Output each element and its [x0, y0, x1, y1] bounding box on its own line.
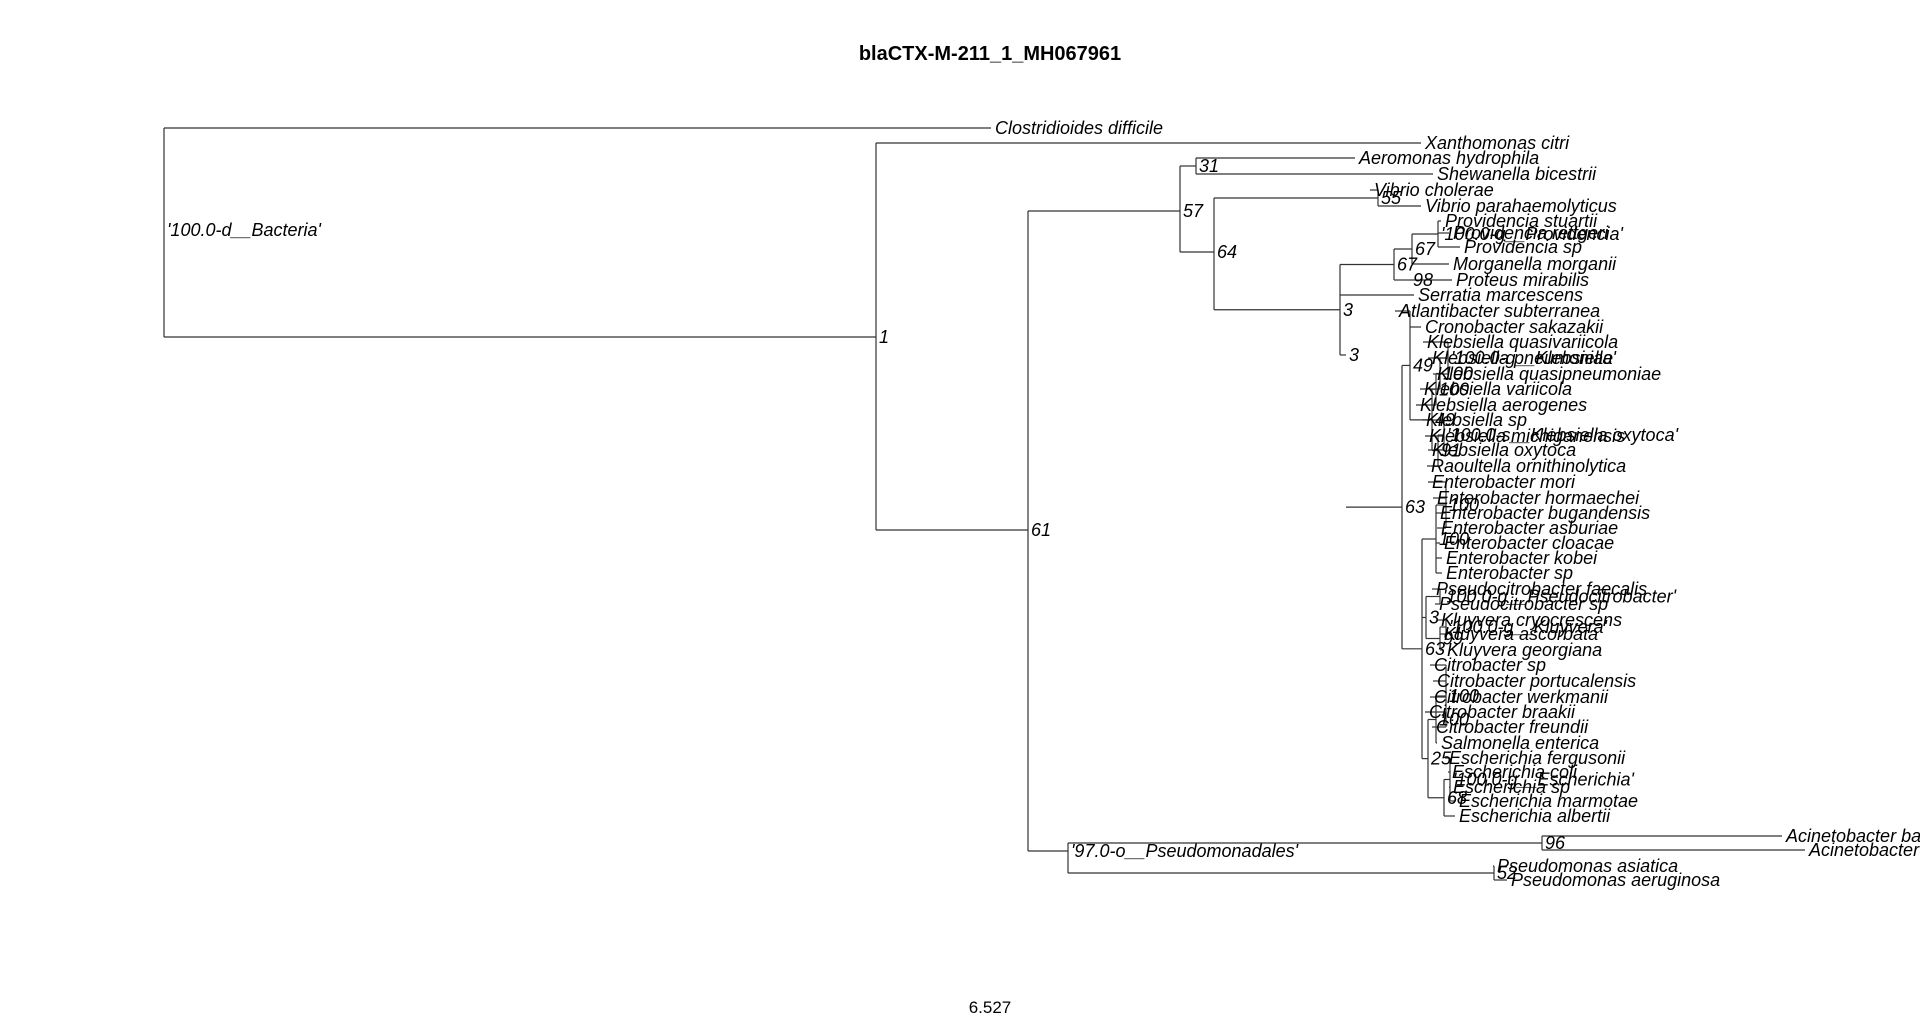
node-label-n61: 61 [1031, 520, 1051, 540]
node-label-koxy: '100.0-s__Klebsiella oxytoca' [1447, 425, 1679, 445]
tip-enterobacter-asburiae: Enterobacter asburiae [1441, 518, 1618, 538]
tip-kluyvera-georgiana: Kluyvera georgiana [1447, 640, 1602, 660]
node-label-kluy: '100.0-g__Kluyvera' [1449, 617, 1608, 637]
node-label-n3b: 3 [1349, 345, 1359, 365]
tip-providencia-sp: Providencia sp [1464, 237, 1582, 257]
node-label-atl: 49 [1413, 355, 1433, 375]
node-label-vib: 55 [1381, 188, 1402, 208]
tip-kluyvera-ascorbata: Kluyvera ascorbata [1444, 624, 1598, 644]
tip-klebsiella-oxytoca: Klebsiella oxytoca [1432, 440, 1576, 460]
node-label-n1: 1 [879, 327, 889, 347]
tree-branches [163, 127, 1805, 881]
node-label-pse: 52 [1497, 863, 1517, 883]
tip-escherichia-albertii: Escherichia albertii [1459, 806, 1611, 826]
tip-providencia-stuartii: Providencia stuartii [1445, 211, 1598, 231]
tip-enterobacter-sp: Enterobacter sp [1446, 563, 1573, 583]
tree-title: blaCTX-M-211_1_MH067961 [859, 43, 1121, 65]
tip-raoultella-ornithinolytica: Raoultella ornithinolytica [1431, 456, 1626, 476]
tip-citrobacter-braakii: Citrobacter braakii [1429, 702, 1576, 722]
tip-vibrio-parahaemolyticus: Vibrio parahaemolyticus [1425, 196, 1617, 216]
tip-pseudocitrobacter-sp: Pseudocitrobacter sp [1439, 594, 1608, 614]
tip-enterobacter-bugandensis: Enterobacter bugandensis [1440, 503, 1650, 523]
node-label-m-p: 67 [1397, 255, 1418, 275]
node-label-pseudo: '100.0-g__Pseudocitrobacter' [1443, 587, 1677, 607]
tip-acinetobacter-baumannii: Acinetobacter baumannii [1785, 826, 1920, 846]
tip-cronobacter-sakazakii: Cronobacter sakazakii [1425, 317, 1604, 337]
tip-citrobacter-freundii: Citrobacter freundii [1436, 717, 1589, 737]
tip-xanthomonas-citri: Xanthomonas citri [1424, 133, 1570, 153]
node-label-kleb2: 100 [1439, 379, 1469, 399]
tip-citrobacter-portucalensis: Citrobacter portucalensis [1437, 671, 1636, 691]
tip-citrobacter-werkmanii: Citrobacter werkmanii [1434, 687, 1609, 707]
node-label-prov-morg: 67 [1415, 239, 1436, 259]
node-label-enteroall: 63 [1405, 497, 1425, 517]
node-label-esch: '100.0-g__Escherichia' [1453, 770, 1635, 790]
tip-proteus-mirabilis: Proteus mirabilis [1456, 270, 1589, 290]
node-label-cse: 25 [1430, 749, 1452, 769]
tip-escherichia-marmotae: Escherichia marmotae [1459, 791, 1638, 811]
tip-klebsiella-pneumoniae: Klebsiella pneumoniae [1432, 348, 1613, 368]
node-label-n64: 64 [1217, 242, 1237, 262]
node-label-esch2: 68 [1447, 788, 1467, 808]
tip-vibrio-cholerae: Vibrio cholerae [1374, 180, 1494, 200]
tip-klebsiella-sp: Klebsiella sp [1426, 410, 1527, 430]
tip-acinetobacter-towneri: Acinetobacter towneri [1808, 840, 1920, 860]
node-label-acin: 96 [1545, 833, 1566, 853]
tip-morganella-morganii: Morganella morganii [1453, 254, 1617, 274]
tip-providencia-rettgeri: Providencia rettgeri [1453, 223, 1609, 243]
node-label-citsal: 100 [1439, 710, 1469, 730]
tip-escherichia-sp: Escherichia sp [1453, 777, 1570, 797]
tip-serratia-marcescens: Serratia marcescens [1418, 285, 1583, 305]
tip-aeromonas-hydrophila: Aeromonas hydrophila [1358, 148, 1539, 168]
tip-klebsiella-variicola: Klebsiella variicola [1424, 379, 1572, 399]
tip-enterobacter-mori: Enterobacter mori [1432, 472, 1576, 492]
tip-escherichia-coli: Escherichia coli [1452, 762, 1578, 782]
node-label-enterobig: 63 [1425, 639, 1445, 659]
tip-klebsiella-quasivariicola: Klebsiella quasivariicola [1427, 332, 1618, 352]
tip-escherichia-fergusonii: Escherichia fergusonii [1449, 748, 1626, 768]
node-labels: 3155'100.0-g__Providencia'679867'100.0-g… [167, 156, 1679, 883]
tip-klebsiella-aerogenes: Klebsiella aerogenes [1420, 395, 1587, 415]
tip-pseudocitrobacter-faecalis: Pseudocitrobacter faecalis [1436, 579, 1647, 599]
node-label-ent: 100 [1439, 529, 1469, 549]
tip-shewanella-bicestrii: Shewanella bicestrii [1437, 164, 1597, 184]
node-label-klebAll: 49 [1435, 410, 1455, 430]
node-label-root: '100.0-d__Bacteria' [167, 220, 322, 240]
node-label-pk: 3 [1429, 608, 1439, 628]
node-label-kpn: '100.0-g__Klebsiella' [1451, 348, 1617, 368]
node-label-cit: 100 [1449, 686, 1479, 706]
node-label-ent1: 100 [1449, 495, 1479, 515]
tip-enterobacter-hormaechei: Enterobacter hormaechei [1437, 488, 1640, 508]
tip-kluyvera-cryocrescens: Kluyvera cryocrescens [1441, 610, 1622, 630]
tip-enterobacter-kobei: Enterobacter kobei [1446, 548, 1598, 568]
node-label-psorder: '97.0-o__Pseudomonadales' [1071, 841, 1299, 861]
tip-atlantibacter-subterranea: Atlantibacter subterranea [1398, 301, 1600, 321]
node-label-proteus: 98 [1413, 270, 1433, 290]
tip-clostridioides-difficile: Clostridioides difficile [995, 118, 1163, 138]
tip-pseudomonas-asiatica: Pseudomonas asiatica [1497, 856, 1678, 876]
tip-klebsiella-michiganensis: Klebsiella michiganensis [1429, 426, 1625, 446]
node-label-kluy2: 99 [1443, 629, 1463, 649]
scale-label: 6.527 [969, 998, 1012, 1017]
node-label-aer: 31 [1199, 156, 1219, 176]
node-label-kleb1: 100 [1443, 364, 1473, 384]
tip-pseudomonas-aeruginosa: Pseudomonas aeruginosa [1511, 870, 1720, 890]
tip-citrobacter-sp: Citrobacter sp [1434, 655, 1546, 675]
node-label-koxy2: 91 [1441, 441, 1461, 461]
tip-salmonella-enterica: Salmonella enterica [1441, 733, 1599, 753]
node-label-n3a: 3 [1343, 300, 1353, 320]
tip-klebsiella-quasipneumoniae: Klebsiella quasipneumoniae [1437, 364, 1661, 384]
node-label-providencia: '100.0-g__Providencia' [1441, 224, 1624, 244]
tip-enterobacter-cloacae: Enterobacter cloacae [1444, 533, 1614, 553]
node-label-n57: 57 [1183, 201, 1204, 221]
